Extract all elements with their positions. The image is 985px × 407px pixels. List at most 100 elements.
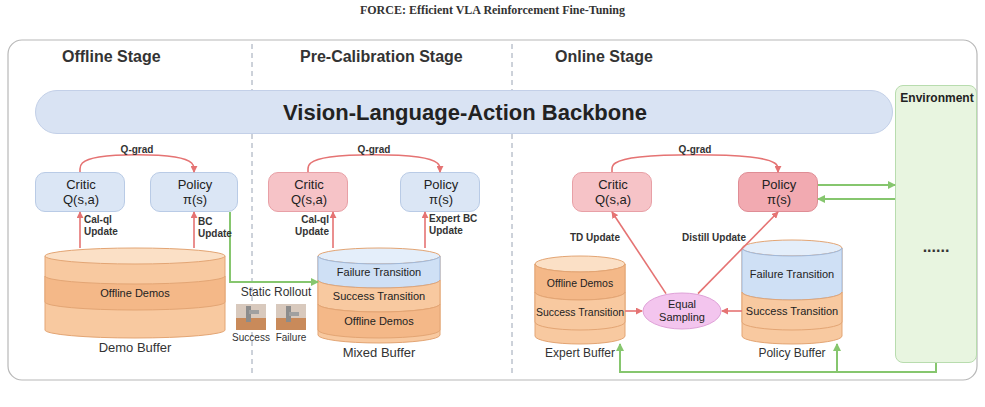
node-formula: π(s) [183, 193, 207, 208]
node-formula: Q(s,a) [63, 193, 99, 208]
image-caption: Success [226, 332, 276, 344]
stage-title: Pre-Calibration Stage [300, 48, 500, 66]
image-caption: Failure [266, 332, 316, 344]
environment-panel: Environment [895, 85, 977, 363]
node-title: Demo Buffer [15, 341, 255, 356]
node-formula: π(s) [767, 193, 791, 208]
edge-label: Q-grad [107, 144, 167, 156]
connector [818, 198, 895, 200]
sampling-ellipse: Equal Sampling [642, 292, 722, 330]
node-title: Success Transition [333, 290, 425, 303]
edge-label: Q-grad [665, 144, 725, 156]
buffer-layer: Offline Demos [45, 276, 225, 302]
node-title: Equal Sampling [651, 298, 713, 323]
ellipsis: ...... [900, 238, 972, 256]
connector [722, 310, 742, 312]
critic-box: CriticQ(s,a) [572, 172, 652, 212]
policy-box: Policyπ(s) [738, 172, 818, 212]
backbone-band: Vision-Language-Action Backbone [35, 90, 893, 134]
node-title: Failure Transition [750, 268, 834, 281]
connector [332, 212, 334, 248]
text-group: Equal Sampling [642, 292, 722, 330]
node-title: Policy Buffer [712, 347, 872, 361]
node-title: Success Transition [536, 306, 624, 318]
text-group: Offline Demos [535, 269, 625, 297]
buffer-layer: Failure Transition [742, 248, 842, 292]
policy-box: Policyπ(s) [150, 172, 238, 212]
buffer-layer: Success Transition [318, 280, 440, 304]
buffer-layer: Failure Transition [318, 256, 440, 280]
buffer-cylinder: Mixed BufferFailure TransitionSuccess Tr… [318, 248, 440, 343]
node-formula: Q(s,a) [595, 193, 631, 208]
node-formula: π(s) [429, 193, 453, 208]
connector [837, 344, 936, 372]
stage-title: Online Stage [555, 48, 715, 66]
text-group: Expert Buffer [505, 347, 655, 361]
node-formula: Q(s,a) [291, 193, 327, 208]
text-group: Mixed Buffer [288, 346, 470, 361]
edge-label: Cal-ql Update [285, 214, 329, 237]
critic-box: CriticQ(s,a) [35, 172, 125, 212]
connector [612, 212, 666, 294]
node-title: Vision-Language-Action Backbone [283, 100, 647, 125]
node-title: Failure Transition [337, 266, 421, 279]
text-group: Policyπ(s) [151, 173, 239, 213]
connector [80, 155, 194, 172]
node-title: Critic [598, 178, 628, 193]
edge-label: Cal-ql Update [84, 214, 128, 237]
policy-box: Policyπ(s) [400, 172, 480, 212]
node-title: Policy [762, 178, 797, 193]
node-title: Offline Demos [344, 315, 414, 328]
buffer-layer: Offline Demos [535, 264, 625, 292]
buffer-layer: Success Transition [535, 292, 625, 322]
edge-label: TD Update [560, 232, 620, 244]
text-group: Policyπ(s) [401, 173, 481, 213]
critic-box: CriticQ(s,a) [268, 172, 348, 212]
page-header: FORCE: Efficient VLA Reinforcement Fine-… [0, 4, 985, 18]
connector [193, 212, 195, 248]
connector [625, 310, 642, 312]
connector [698, 212, 778, 294]
text-group: Failure Transition [318, 261, 440, 285]
node-title: Policy [178, 178, 213, 193]
text-group: Vision-Language-Action Backbone [36, 91, 894, 135]
text-group: Policy Buffer [712, 347, 872, 361]
outer-panel [8, 40, 977, 380]
stage-title: Offline Stage [62, 48, 222, 66]
buffer-cylinder: Expert BufferOffline DemosSuccess Transi… [535, 256, 625, 344]
rollout-image [276, 304, 306, 330]
rollout-image [236, 304, 266, 330]
buffer-layer: Success Transition [742, 292, 842, 322]
text-group: CriticQ(s,a) [573, 173, 653, 213]
text-group: Success Transition [535, 297, 625, 327]
connector [230, 212, 318, 282]
text-group: Failure Transition [742, 253, 842, 297]
text-group: Success Transition [742, 297, 842, 327]
connector [818, 184, 895, 186]
edge-label: Static Rollout [234, 286, 318, 300]
connector [620, 344, 936, 372]
node-title: Expert Buffer [505, 347, 655, 361]
text-group: Environment [896, 92, 978, 106]
buffer-cylinder: Demo BufferOffline Demos [45, 248, 225, 338]
text-group: Offline Demos [45, 281, 225, 307]
connector [612, 155, 778, 172]
text-group: Offline Demos [318, 309, 440, 335]
edge-label: Q-grad [344, 144, 404, 156]
text-group: CriticQ(s,a) [269, 173, 349, 213]
buffer-cylinder: Policy BufferFailure TransitionSuccess T… [742, 240, 842, 344]
node-title: Critic [294, 178, 324, 193]
node-title: Policy [424, 178, 459, 193]
text-group: Success Transition [318, 285, 440, 309]
edge-label: Expert BC Update [429, 213, 485, 236]
node-title: Critic [66, 178, 96, 193]
text-group: Demo Buffer [15, 341, 255, 356]
node-title: Offline Demos [547, 277, 613, 289]
connector [79, 212, 81, 248]
edge-label: BC Update [198, 216, 238, 239]
connector [308, 155, 440, 172]
node-title: Environment [896, 92, 978, 106]
node-title: Offline Demos [100, 287, 170, 300]
node-title: Success Transition [746, 305, 838, 318]
